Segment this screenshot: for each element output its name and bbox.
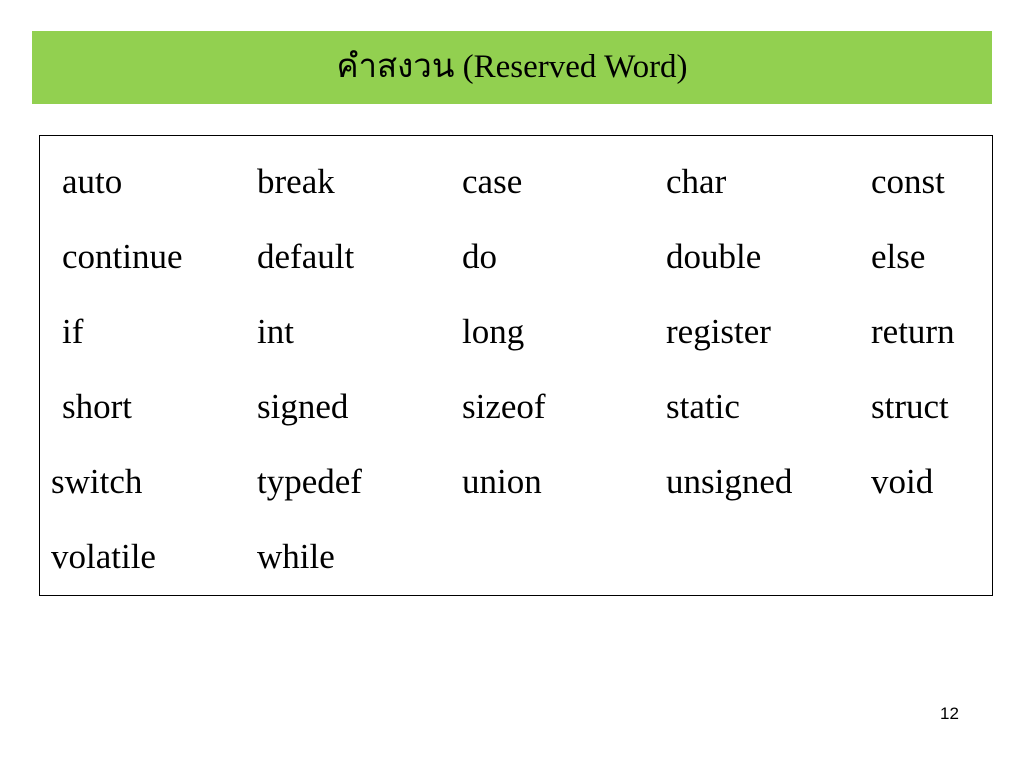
keyword-cell: register <box>666 312 771 351</box>
keyword-cell: signed <box>257 387 349 426</box>
keyword-cell: do <box>462 237 497 276</box>
slide-number: 12 <box>940 704 959 723</box>
keyword-cell: volatile <box>51 537 156 576</box>
keyword-cell: double <box>666 237 762 276</box>
keyword-cell: switch <box>51 462 143 501</box>
keyword-cell: return <box>871 312 955 351</box>
keyword-cell: const <box>871 162 945 201</box>
title-bar: คำสงวน (Reserved Word) <box>32 31 992 104</box>
keyword-cell: typedef <box>257 462 362 501</box>
keyword-cell: auto <box>62 162 123 201</box>
keyword-cell: if <box>62 312 84 351</box>
keyword-cell: case <box>462 162 523 201</box>
reserved-word-table: auto break case char const continue default do d… <box>39 135 993 596</box>
keyword-cell: static <box>666 387 740 426</box>
keyword-cell: sizeof <box>462 387 546 426</box>
keyword-cell: else <box>871 237 926 276</box>
keyword-cell: continue <box>62 237 183 276</box>
keyword-cell: break <box>257 162 335 201</box>
keyword-cell: while <box>257 537 335 576</box>
keyword-cell: union <box>462 462 542 501</box>
keyword-cell: char <box>666 162 727 201</box>
keyword-cell: int <box>257 312 294 351</box>
keyword-cell: short <box>62 387 132 426</box>
slide-title: คำสงวน (Reserved Word) <box>336 49 688 85</box>
keyword-cell: unsigned <box>666 462 793 501</box>
keyword-cell: default <box>257 237 355 276</box>
keyword-cell: void <box>871 462 934 501</box>
keyword-cell: long <box>462 312 525 351</box>
keyword-cell: struct <box>871 387 949 426</box>
